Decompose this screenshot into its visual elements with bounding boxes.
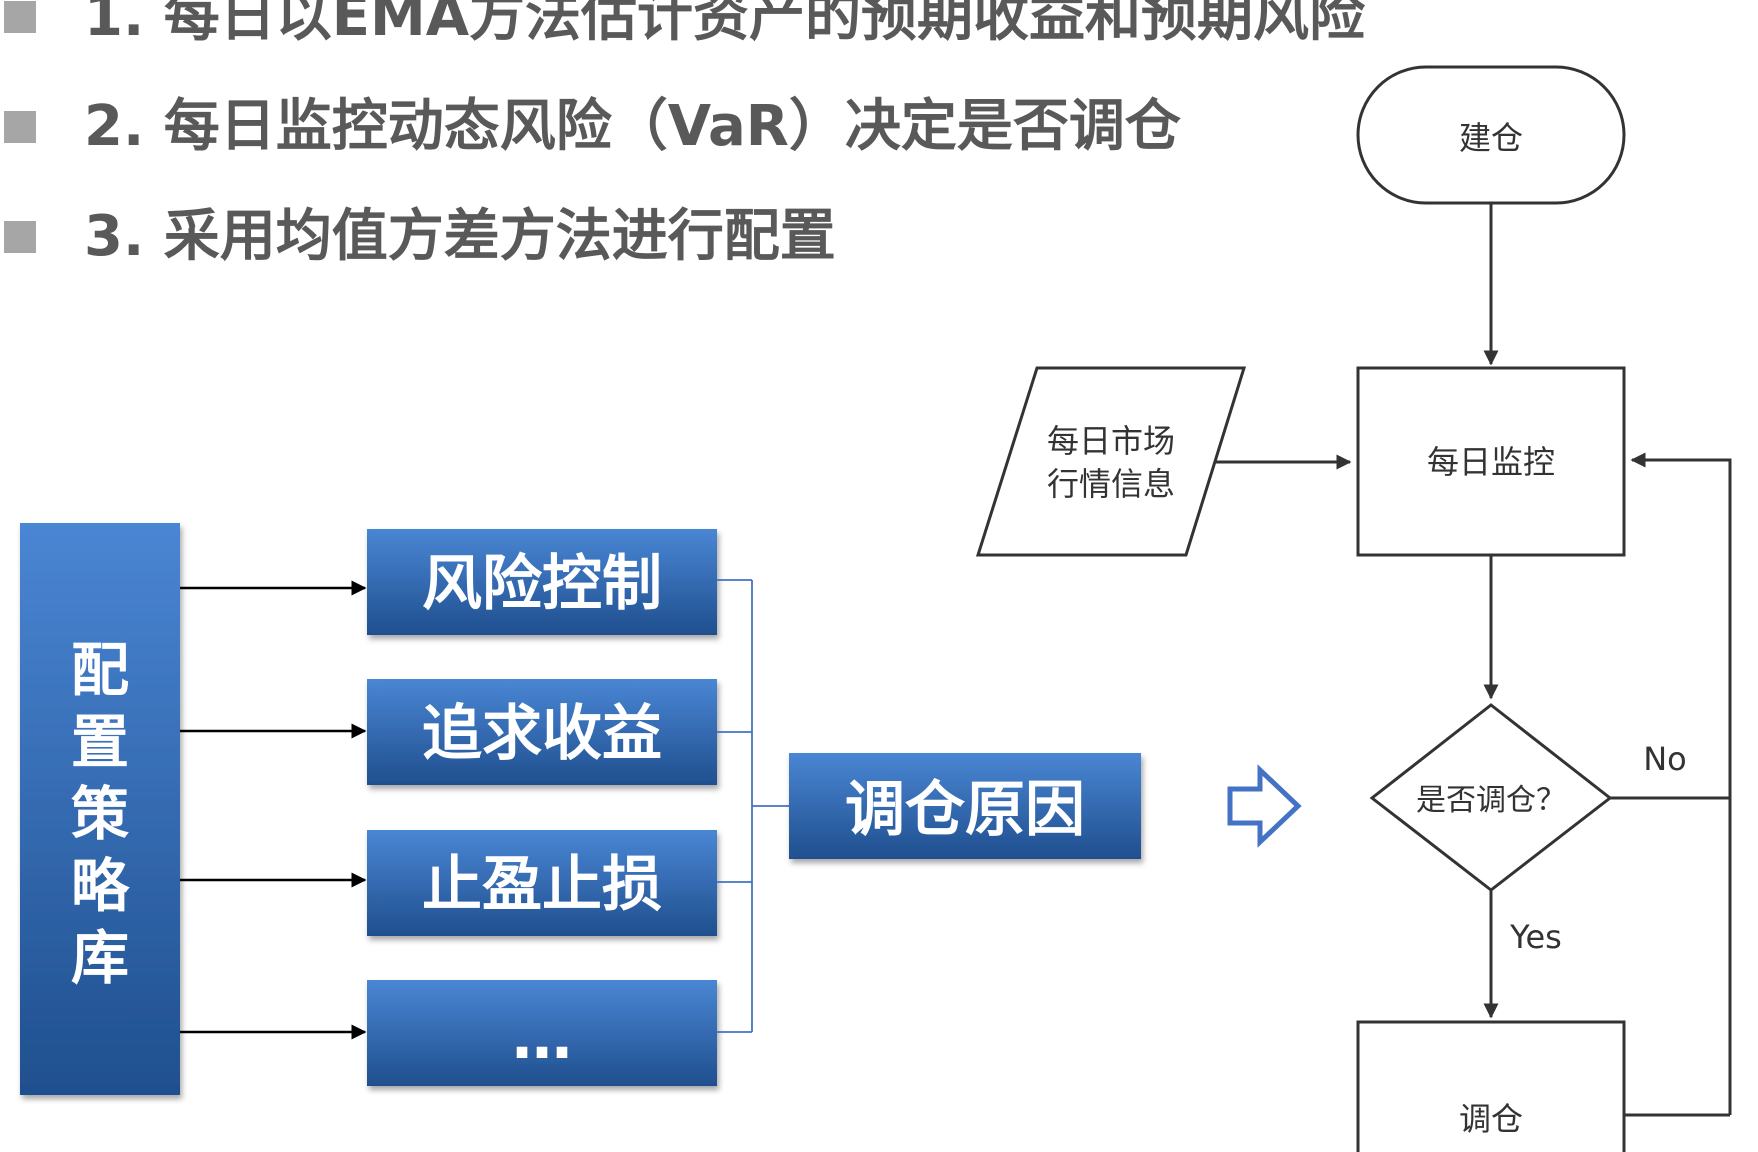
strategy-library-char-1: 配 — [71, 636, 129, 704]
start-label: 建仓 — [1459, 119, 1523, 157]
strategy-library-char-5: 库 — [71, 924, 129, 992]
decision-label: 是否调仓？ — [1416, 783, 1566, 818]
reason-bracket-connector — [717, 579, 789, 1033]
bullet-text-1: 1. 每日以EMA方法估计资产的预期收益和预期风险 — [84, 0, 1366, 49]
daily-monitor-label: 每日监控 — [1427, 443, 1555, 481]
market-info-label-line2: 行情信息 — [1047, 465, 1175, 503]
strategy-library-char-4: 略 — [71, 852, 130, 920]
strategy-library-char-3: 策 — [71, 780, 129, 848]
market-info-data — [975, 366, 1247, 557]
no-branch-line — [1610, 452, 1732, 800]
reason-box-take-profit-stop-loss: 止盈止损 — [367, 830, 717, 936]
no-label: No — [1643, 740, 1687, 778]
reason-box-more: … — [367, 980, 717, 1086]
flowchart: 建仓 每日市场 行情信息 每日监控 是否调仓？ No Yes 调仓 — [975, 65, 1732, 1152]
market-info-label-line1: 每日市场 — [1047, 422, 1175, 460]
reason-label: … — [512, 1003, 572, 1073]
block-arrow-icon — [1227, 764, 1302, 848]
strategy-library-char-2: 置 — [71, 708, 129, 776]
bullet-square — [4, 111, 36, 143]
bullet-text-3: 3. 采用均值方差方法进行配置 — [84, 204, 836, 269]
reason-label: 追求收益 — [422, 699, 662, 769]
rebalance-reason-box: 调仓原因 — [789, 753, 1141, 859]
daily-monitor-process — [1356, 366, 1626, 557]
strategy-library-box: 配 置 策 略 库 — [20, 523, 180, 1095]
bullet-square — [4, 221, 36, 253]
rebalance-process — [1356, 1020, 1626, 1152]
reason-box-pursue-return: 追求收益 — [367, 679, 717, 785]
rebalance-reason-label: 调仓原因 — [845, 775, 1085, 845]
reason-label: 止盈止损 — [422, 850, 662, 920]
yes-label: Yes — [1509, 918, 1562, 956]
bullet-square — [4, 1, 36, 33]
reason-box-risk-control: 风险控制 — [367, 529, 717, 635]
rebalance-label: 调仓 — [1459, 1100, 1523, 1138]
reason-label: 风险控制 — [422, 549, 662, 619]
bullet-text-2: 2. 每日监控动态风险（VaR）决定是否调仓 — [84, 94, 1181, 159]
